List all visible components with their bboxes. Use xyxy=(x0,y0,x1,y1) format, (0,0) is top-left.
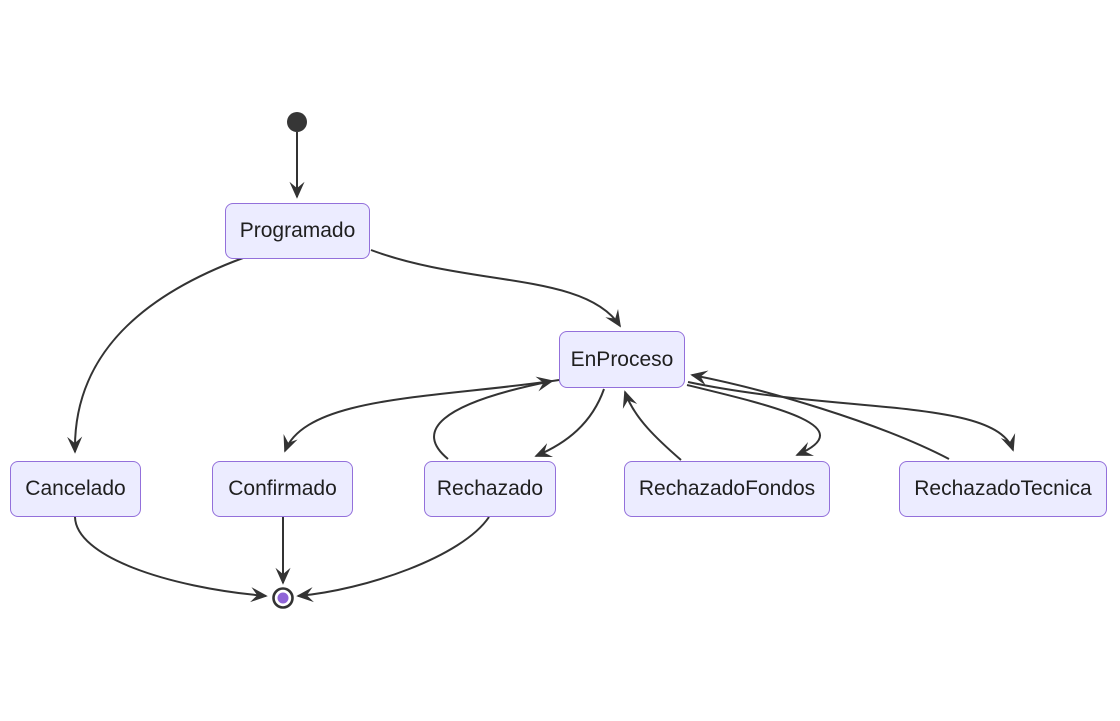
transition-EnProceso-to-Confirmado xyxy=(283,379,560,453)
transition-Rechazado-to-EnProceso xyxy=(433,376,554,460)
transition-RechazadoFondos-to-EnProceso xyxy=(622,390,682,461)
state-node-rechazadotecnica: RechazadoTecnica xyxy=(899,461,1107,517)
transition-Rechazado-to-end xyxy=(296,516,490,603)
state-node-enproceso: EnProceso xyxy=(559,331,685,388)
transition-EnProceso-to-RechazadoFondos xyxy=(686,384,821,456)
state-label: Rechazado xyxy=(436,477,544,500)
transition-EnProceso-to-RechazadoTecnica xyxy=(687,381,1016,452)
state-node-programado: Programado xyxy=(225,203,370,259)
state-label: EnProceso xyxy=(570,347,674,371)
state-node-confirmado: Confirmado xyxy=(212,461,353,517)
state-node-rechazadofondos: RechazadoFondos xyxy=(624,461,830,517)
state-label: RechazadoFondos xyxy=(638,477,816,500)
final-state-node xyxy=(272,587,294,609)
initial-state-dot xyxy=(287,112,307,132)
state-label: RechazadoTecnica xyxy=(914,477,1092,500)
transition-RechazadoTecnica-to-EnProceso xyxy=(690,370,950,460)
final-state-inner-dot xyxy=(277,592,289,604)
transition-Programado-to-Cancelado xyxy=(67,257,244,454)
state-node-cancelado: Cancelado xyxy=(10,461,141,517)
state-label: Programado xyxy=(239,219,356,242)
transition-EnProceso-to-Rechazado xyxy=(534,388,605,458)
transition-Cancelado-to-end xyxy=(74,516,268,603)
transition-Programado-to-EnProceso xyxy=(370,249,621,328)
state-node-rechazado: Rechazado xyxy=(424,461,556,517)
state-label: Confirmado xyxy=(228,477,337,500)
state-label: Cancelado xyxy=(25,477,126,500)
